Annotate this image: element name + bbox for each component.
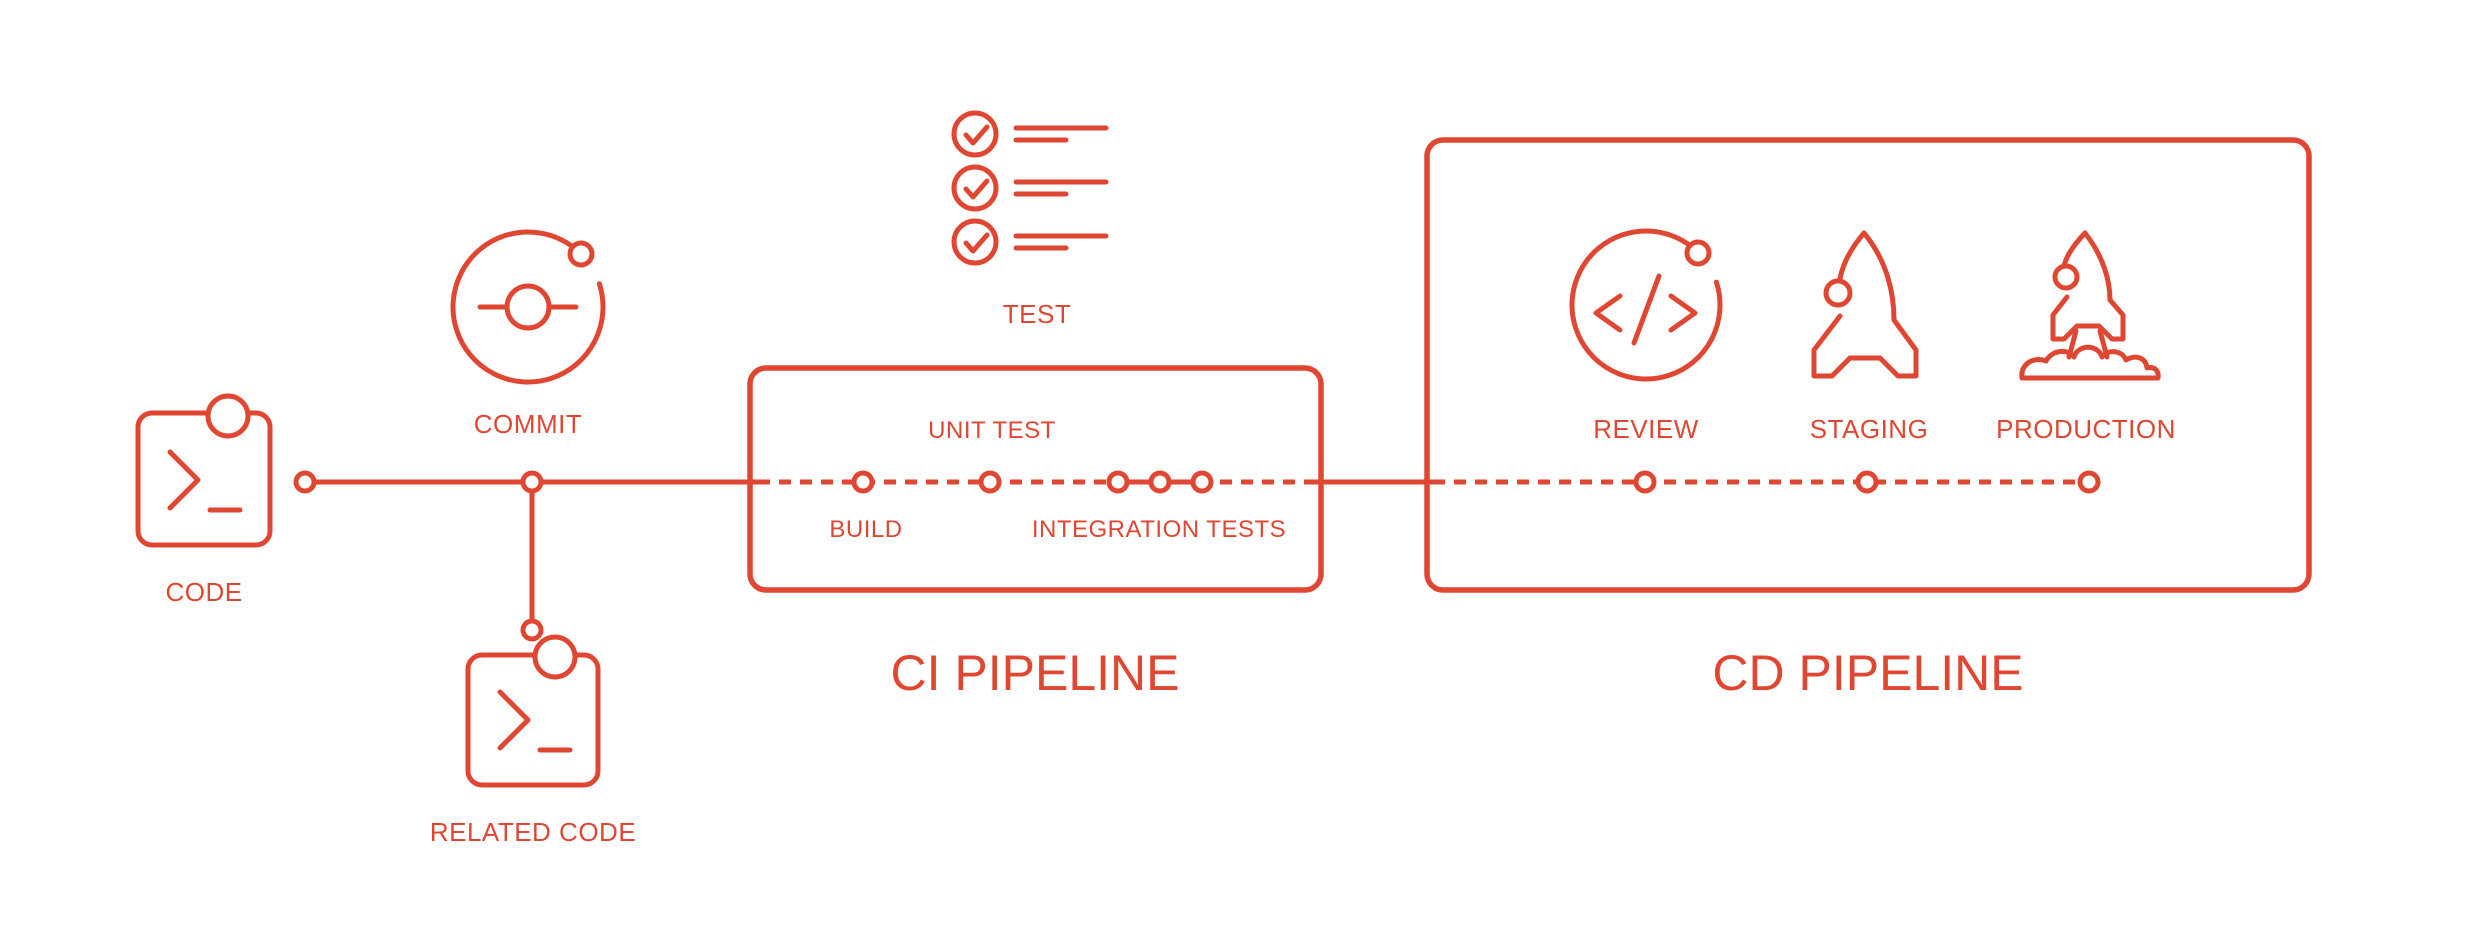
test-checklist-stage: TEST <box>951 110 1109 329</box>
commit-orbit-satellite <box>567 240 595 268</box>
node-related-code-branch <box>520 618 544 642</box>
build-label: BUILD <box>829 516 902 543</box>
staging-rocket-window <box>1823 278 1853 308</box>
timeline <box>302 479 2089 625</box>
related-code-stage: RELATED CODE <box>430 634 636 847</box>
code-terminal-frame <box>135 410 273 548</box>
cd-pipeline-box <box>1424 137 2312 593</box>
commit-node-circle <box>504 283 552 331</box>
test-label: TEST <box>1003 299 1071 329</box>
production-rocket-icon <box>2019 230 2161 381</box>
checkmark-icon-3 <box>963 232 990 254</box>
staging-rocket-icon <box>1811 230 1919 379</box>
related-code-icon <box>465 634 601 788</box>
staging-label: STAGING <box>1810 414 1929 444</box>
node-production <box>2077 470 2101 494</box>
node-build <box>851 470 875 494</box>
commit-orbit-circle <box>450 229 606 385</box>
production-label: PRODUCTION <box>1996 414 2176 444</box>
unit-test-label: UNIT TEST <box>928 417 1056 444</box>
ci-pipeline-title: CI PIPELINE <box>891 645 1180 701</box>
check-circle-1 <box>951 110 999 158</box>
node-integration-test-3 <box>1190 470 1214 494</box>
checkmark-icon-2 <box>963 178 990 200</box>
node-integration-test-2 <box>1148 470 1172 494</box>
node-code <box>293 470 317 494</box>
cd-pipeline-title: CD PIPELINE <box>1712 645 2023 701</box>
review-icon <box>1569 228 1723 382</box>
ci-pipeline-section: UNIT TEST BUILD INTEGRATION TESTS CI PIP… <box>747 365 1324 701</box>
check-circle-2 <box>951 164 999 212</box>
code-label: CODE <box>165 577 242 607</box>
timeline-nodes <box>293 470 2101 642</box>
production-launch-cloud <box>2019 344 2161 381</box>
node-review <box>1633 470 1657 494</box>
related-code-label: RELATED CODE <box>430 817 636 847</box>
checkmark-icon-1 <box>963 124 990 146</box>
related-code-terminal-frame <box>465 652 601 788</box>
node-commit <box>520 470 544 494</box>
related-code-pin-circle <box>532 634 578 680</box>
node-staging <box>1855 470 1879 494</box>
node-integration-test-1 <box>1106 470 1130 494</box>
staging-rocket-left-edge <box>1836 230 1867 288</box>
check-circle-3 <box>951 218 999 266</box>
commit-icon <box>450 229 606 385</box>
code-prompt-chevron <box>167 449 201 511</box>
node-unit-test <box>978 470 1002 494</box>
integration-tests-label: INTEGRATION TESTS <box>1032 516 1286 543</box>
code-icon <box>135 393 273 548</box>
related-code-prompt-chevron <box>497 689 531 751</box>
production-rocket-window <box>2052 263 2080 291</box>
review-orbit-circle <box>1569 228 1723 382</box>
cd-pipeline-section: REVIEW STAGING PRODUCTION CD PIPELINE <box>1424 137 2312 701</box>
test-checklist-icon <box>951 110 1109 266</box>
review-right-chevron <box>1668 293 1698 333</box>
production-rocket-body <box>2050 230 2126 342</box>
ci-pipeline-box <box>747 365 1324 593</box>
production-rocket-left-edge <box>2061 230 2088 270</box>
code-pin-circle <box>205 393 251 439</box>
review-left-chevron <box>1593 293 1623 333</box>
review-orbit-satellite <box>1684 239 1712 267</box>
commit-label: COMMIT <box>474 409 582 439</box>
review-slash <box>1631 273 1662 346</box>
commit-stage: COMMIT <box>450 229 606 439</box>
code-stage: CODE <box>135 393 273 607</box>
staging-rocket-body <box>1811 230 1919 379</box>
review-label: REVIEW <box>1593 414 1699 444</box>
